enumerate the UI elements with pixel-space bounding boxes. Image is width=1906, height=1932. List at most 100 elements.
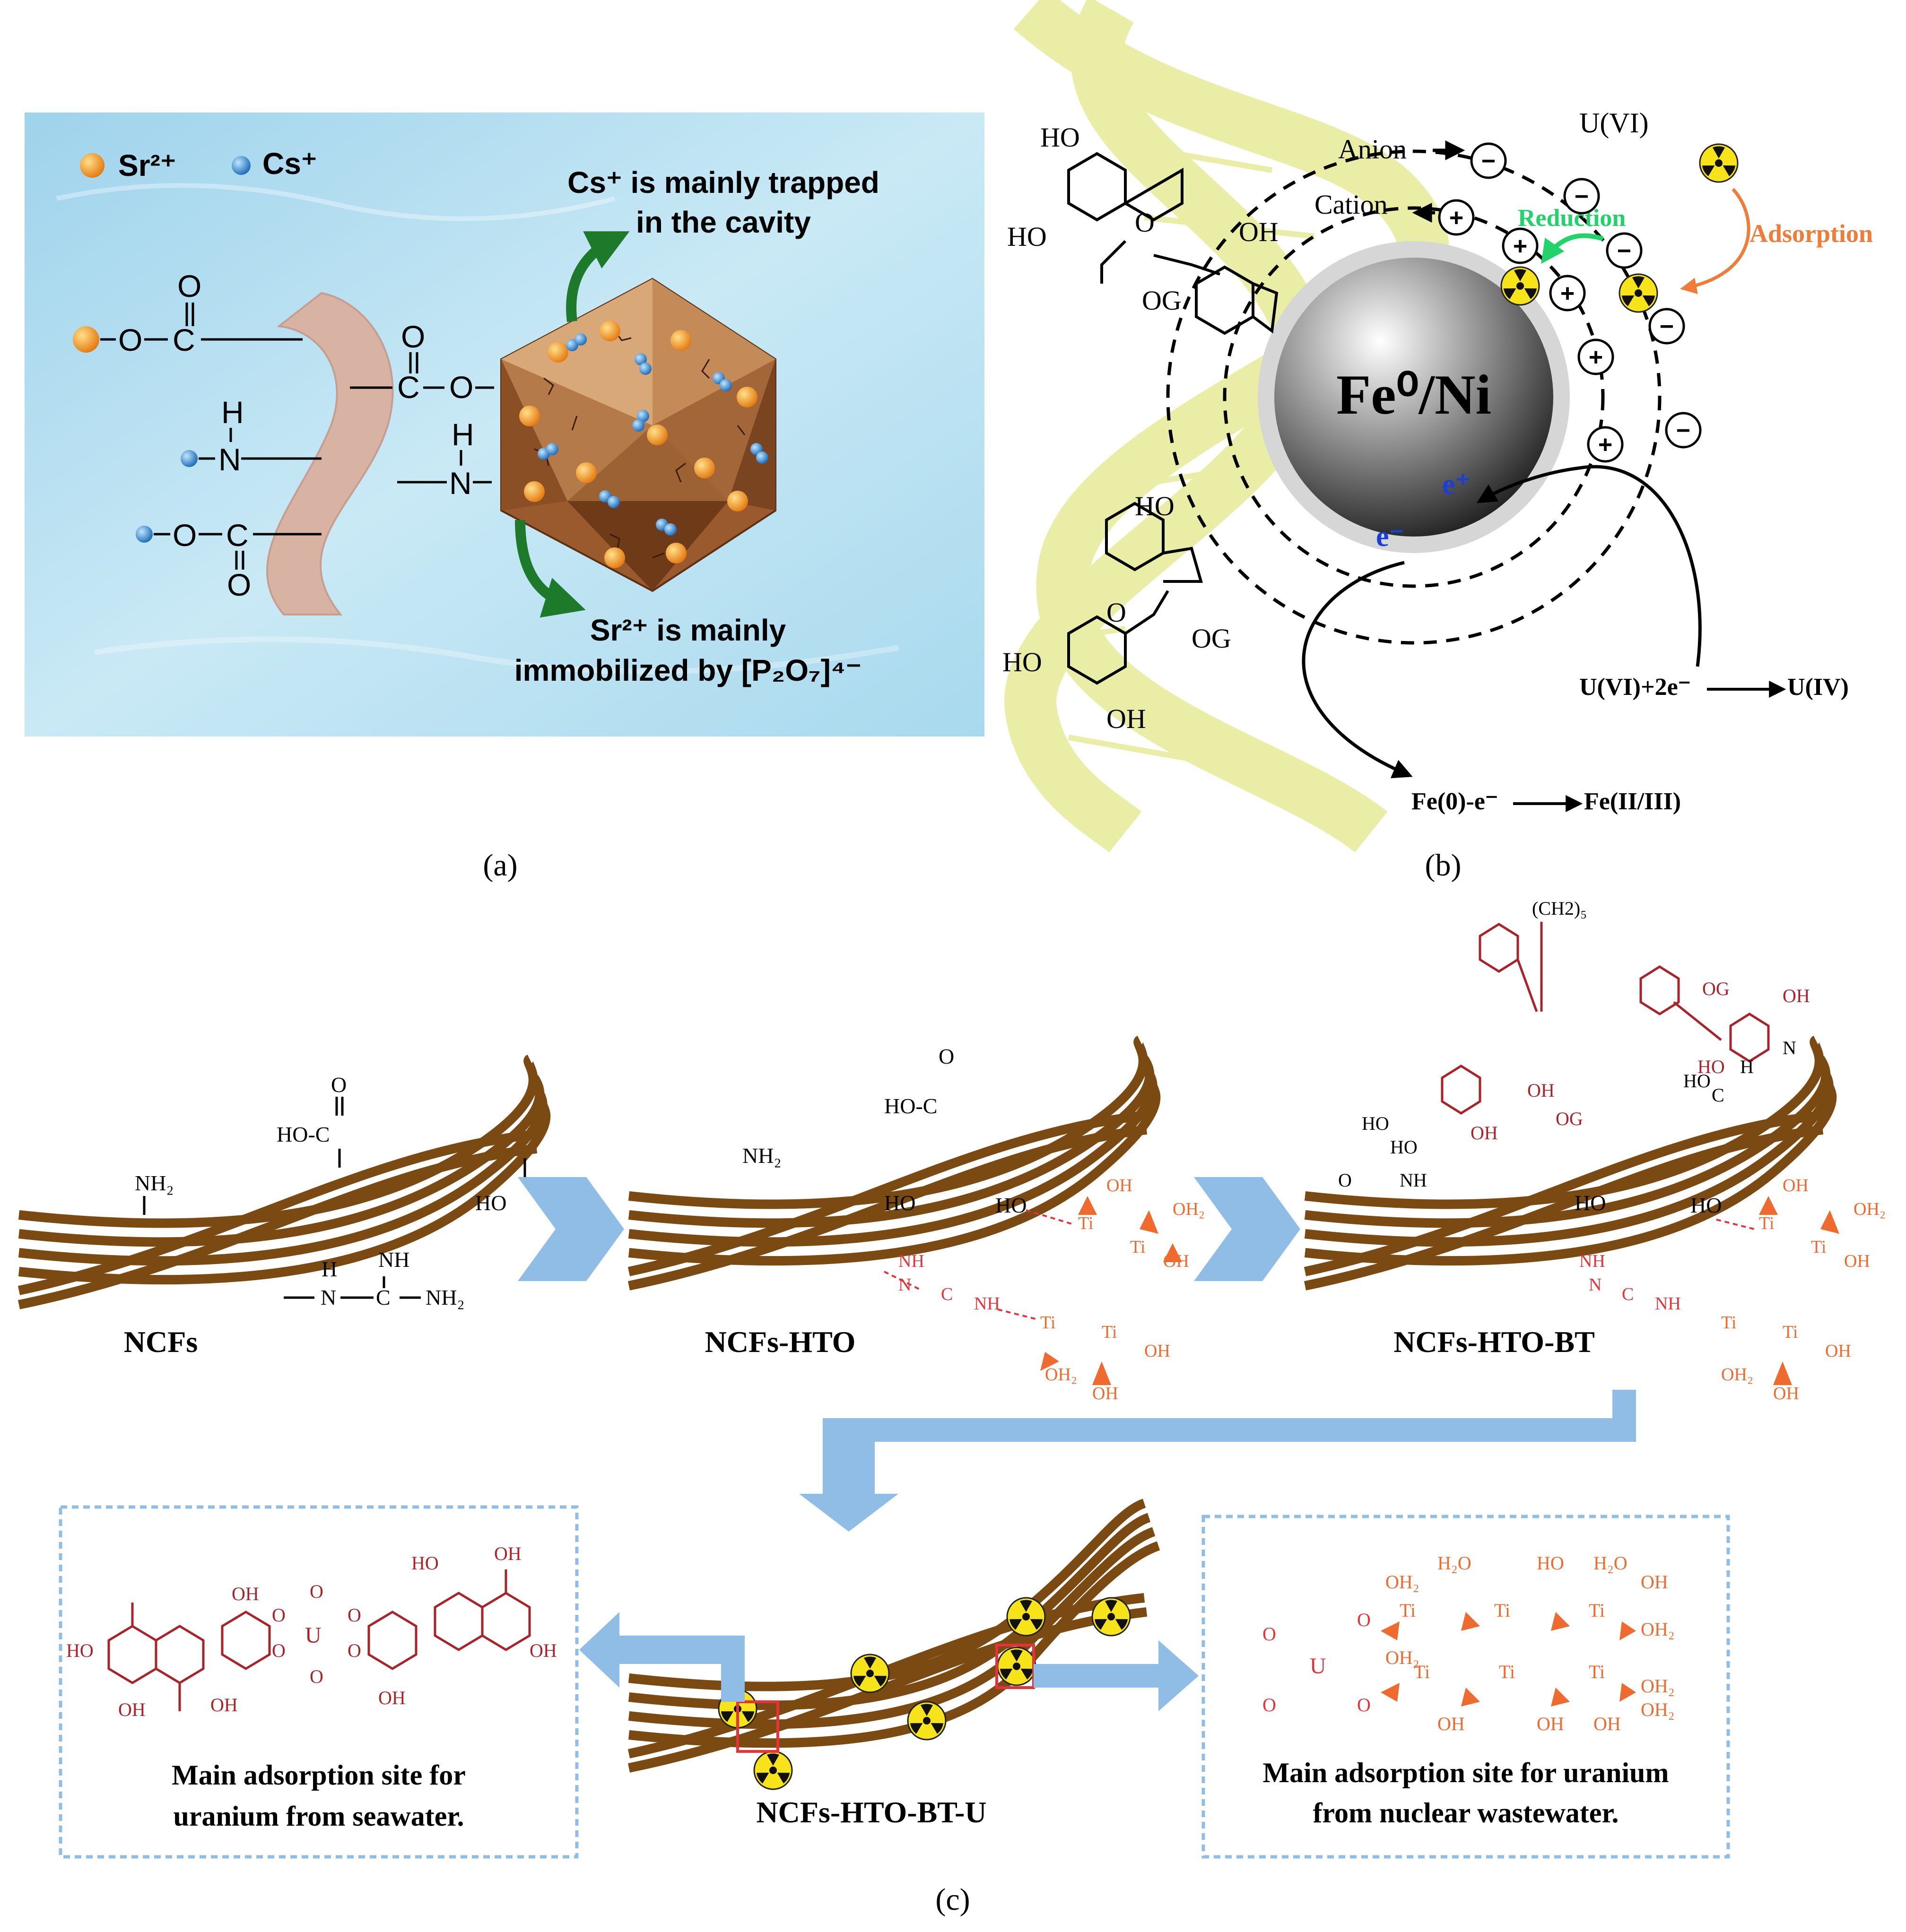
reaction-fe: Fe(0)-e⁻ <box>1411 788 1498 815</box>
svg-text:Ti: Ti <box>1130 1237 1145 1257</box>
svg-text:OH: OH <box>1537 1713 1564 1734</box>
svg-text:OG: OG <box>1192 623 1231 654</box>
svg-text:Ti: Ti <box>1589 1661 1605 1682</box>
svg-text:OH: OH <box>1783 985 1810 1006</box>
svg-text:(CH2)₅: (CH2)₅ <box>1532 898 1587 919</box>
svg-text:OH: OH <box>1527 1080 1555 1101</box>
svg-text:OH: OH <box>1106 1176 1132 1196</box>
svg-text:OH: OH <box>1773 1384 1799 1404</box>
stage-ncfs-hto: NH₂ HO-C O HO HO Ti Ti Ti Ti OH OH₂ OH O… <box>627 1036 1205 1404</box>
process-arrow-3 <box>799 1390 1636 1532</box>
svg-text:OH₂: OH₂ <box>1641 1699 1675 1720</box>
svg-text:Ti: Ti <box>1078 1213 1093 1233</box>
hto-cluster-2: Ti Ti Ti Ti OH OH₂ OH OH OH₂ OH NH N C N… <box>1579 1176 1886 1404</box>
wastewater-site-box <box>1201 1515 1730 1859</box>
svg-text:HO: HO <box>884 1191 915 1215</box>
uvi-label: U(VI) <box>1579 107 1649 139</box>
svg-text:O: O <box>449 370 473 405</box>
svg-text:HO: HO <box>1362 1113 1389 1134</box>
svg-text:H: H <box>1740 1056 1754 1077</box>
svg-text:NH₂: NH₂ <box>426 1285 464 1309</box>
stage2-label: NCFs-HTO <box>705 1325 856 1359</box>
svg-text:Ti: Ti <box>1589 1600 1605 1621</box>
svg-text:U: U <box>1310 1654 1326 1679</box>
svg-text:Ti: Ti <box>1494 1600 1510 1621</box>
svg-text:HO: HO <box>411 1552 439 1574</box>
reaction-u-product: U(IV) <box>1787 674 1849 701</box>
tannin-labels: HO HO O OH OG HO O OG HO OH <box>1002 122 1279 734</box>
svg-text:OH: OH <box>1783 1176 1809 1196</box>
svg-text:C: C <box>173 322 195 357</box>
svg-text:O: O <box>1357 1609 1371 1630</box>
svg-text:O: O <box>401 319 425 354</box>
svg-text:N: N <box>449 466 472 501</box>
svg-text:+: + <box>1513 233 1527 260</box>
anion-label: Anion <box>1338 134 1407 165</box>
svg-text:OH₂: OH₂ <box>1173 1199 1205 1219</box>
svg-text:+: + <box>1598 431 1612 459</box>
panel-c: NH₂ HO-C O HO NH H N C NH₂ NCFs <box>17 898 1886 1917</box>
reaction-u: U(VI)+2e⁻ <box>1579 674 1691 701</box>
panel-a: Sr²⁺ Cs⁺ O C O C O O H <box>25 113 984 883</box>
functional-groups: O C O C O O H N H N <box>73 269 494 602</box>
uranium-icon <box>1091 1597 1131 1637</box>
svg-text:O: O <box>173 518 197 553</box>
svg-text:OH: OH <box>1641 1571 1668 1593</box>
svg-text:H: H <box>452 417 474 452</box>
svg-text:Ti: Ti <box>1759 1213 1774 1233</box>
svg-text:O: O <box>177 269 201 303</box>
arrow-to-wastewater-box <box>1034 1640 1199 1711</box>
svg-text:NH: NH <box>974 1294 1000 1314</box>
svg-text:O: O <box>272 1604 286 1626</box>
svg-text:−: − <box>1575 183 1589 210</box>
stage-ncfs: NH₂ HO-C O HO NH H N C NH₂ NCFs <box>17 1055 551 1359</box>
seawater-site-box <box>59 1505 579 1859</box>
svg-text:O: O <box>310 1581 323 1602</box>
svg-text:NH: NH <box>898 1251 924 1271</box>
svg-text:HO: HO <box>1537 1552 1564 1574</box>
svg-text:O: O <box>1262 1694 1276 1715</box>
e-minus-label: e⁻ <box>1376 520 1404 553</box>
seawater-box-line1: Main adsorption site for <box>172 1759 466 1791</box>
svg-text:H₂O: H₂O <box>1593 1552 1627 1574</box>
core-label: Fe⁰/Ni <box>1336 363 1491 426</box>
svg-text:H: H <box>221 395 244 430</box>
uranium-icon <box>1006 1597 1046 1637</box>
svg-text:HO-C: HO-C <box>884 1094 937 1118</box>
svg-text:C: C <box>941 1284 953 1304</box>
svg-text:OH: OH <box>1106 703 1146 734</box>
svg-text:+: + <box>1560 280 1575 307</box>
seawater-box-line2: uranium from seawater. <box>174 1801 464 1832</box>
svg-text:O: O <box>227 567 251 602</box>
svg-text:−: − <box>1676 417 1690 444</box>
svg-text:+: + <box>1589 344 1603 371</box>
svg-text:HO: HO <box>1040 122 1080 153</box>
svg-text:OH: OH <box>378 1687 406 1708</box>
svg-text:NH: NH <box>1579 1251 1605 1271</box>
outer-layer-ring <box>1166 149 1662 645</box>
svg-text:OH: OH <box>1092 1384 1118 1404</box>
uranium-icon <box>1619 273 1658 313</box>
svg-text:N: N <box>1589 1275 1601 1295</box>
svg-text:OH₂: OH₂ <box>1854 1199 1886 1219</box>
svg-text:O: O <box>1135 207 1155 238</box>
fe-ni-core <box>1274 258 1553 537</box>
caption-b: (b) <box>1425 848 1462 883</box>
caption-a: (a) <box>483 848 517 883</box>
svg-text:OH₂: OH₂ <box>1721 1365 1753 1385</box>
svg-text:O: O <box>118 322 142 357</box>
svg-text:OH: OH <box>210 1694 238 1715</box>
svg-text:U: U <box>305 1623 322 1648</box>
uranium-icon <box>1699 143 1739 183</box>
svg-text:−: − <box>1481 147 1496 175</box>
svg-text:Ti: Ti <box>1400 1600 1416 1621</box>
svg-text:O: O <box>331 1073 347 1097</box>
svg-text:H₂O: H₂O <box>1437 1552 1471 1574</box>
bt-structure: (CH2)₅ OG OH HO OG OH OH HO HO O NH H N … <box>1338 898 1810 1191</box>
bt-uranyl-complex <box>107 1569 531 1711</box>
trapped-ions <box>519 321 768 568</box>
svg-text:Ti: Ti <box>1783 1322 1798 1342</box>
svg-text:OH₂: OH₂ <box>1641 1675 1675 1697</box>
svg-text:OH₂: OH₂ <box>1385 1647 1419 1668</box>
sr-legend-label: Sr²⁺ <box>118 148 176 182</box>
